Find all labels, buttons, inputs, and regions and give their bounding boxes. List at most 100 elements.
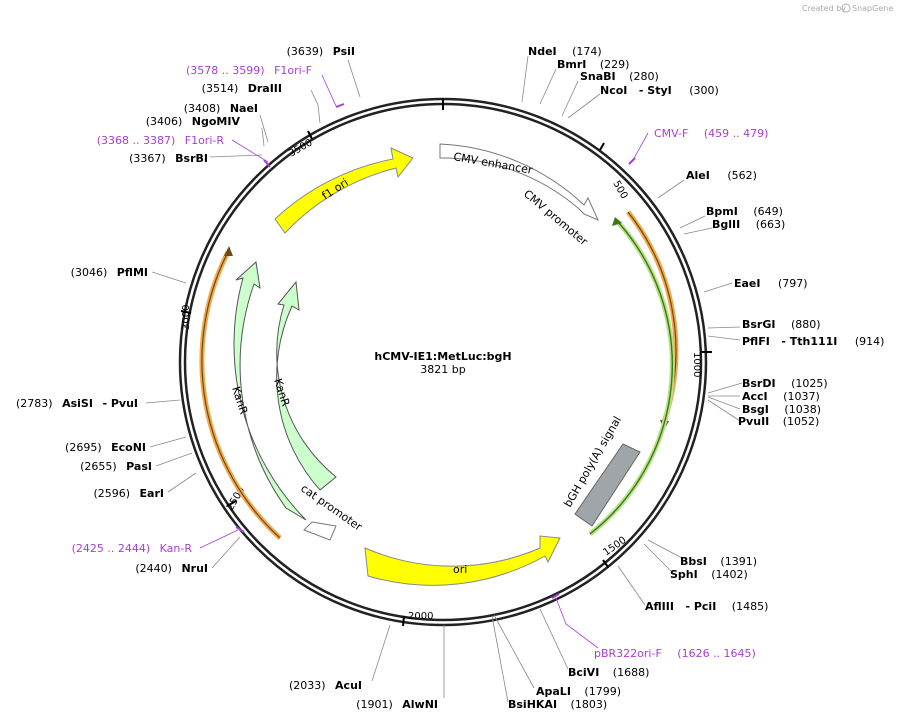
green-arc-arrow-icon <box>612 217 622 226</box>
site-bglii: BglII (663) <box>712 218 785 231</box>
leader-draiii <box>310 89 321 124</box>
site-pflmi-name: PflMI <box>117 266 148 279</box>
primer-kan-r-name: Kan-R <box>160 542 193 555</box>
feature-label-ori: ori <box>453 563 467 576</box>
leader-afliii <box>617 565 646 606</box>
site-econi-pos: (2695) <box>65 441 102 454</box>
feature-label-cmv-promoter: CMV promoter <box>521 187 590 248</box>
binding-arcs <box>199 210 679 540</box>
site-alei-pos: (562) <box>727 169 757 182</box>
site-bsrgi-pos: (880) <box>791 318 821 331</box>
leader-psii <box>347 59 361 98</box>
site-pflfi-extra: - Tth111I <box>781 335 837 348</box>
leader-bcivi <box>539 608 569 670</box>
leader-snabi <box>561 80 579 117</box>
site-pflmi-pos: (3046) <box>71 266 108 279</box>
tick-2000 <box>402 615 405 627</box>
plasmid-title-block: hCMV-IE1:MetLuc:bgH 3821 bp <box>374 350 511 376</box>
site-bsrgi-name: BsrGI <box>742 318 775 331</box>
site-pflfi-name: PflFI <box>742 335 770 348</box>
tick-3000 <box>180 310 192 314</box>
primer-f1ori-f-range: (3578 .. 3599) <box>186 64 265 77</box>
leader-ndei <box>521 55 529 103</box>
site-bsihkai-pos: (1803) <box>571 698 608 711</box>
leader-acui <box>371 624 391 682</box>
leader-sphi <box>643 543 673 573</box>
site-bpmi-pos: (649) <box>753 205 783 218</box>
leader-pflmi <box>151 271 187 284</box>
site-bpmi: BpmI (649) <box>706 205 783 218</box>
site-bsrgi: BsrGI (880) <box>742 318 821 331</box>
primer-mark-kan-r <box>235 526 245 533</box>
feature-f1-ori <box>274 147 414 234</box>
leader-f1ori-r <box>231 139 269 163</box>
site-naei-pos: (3408) <box>184 102 221 115</box>
leader-apali <box>493 614 535 689</box>
primer-f1ori-r-range: (3368 .. 3387) <box>97 134 176 147</box>
site-bsrbi: (3367) BsrBI <box>129 152 208 165</box>
green-arc-core <box>589 221 674 535</box>
site-psii: (3639) PsiI <box>287 45 355 58</box>
leader-bsgi <box>707 396 741 410</box>
site-acci-name: AccI <box>742 390 768 403</box>
site-draiii: (3514) DraIII <box>202 82 282 95</box>
leader-bsihkai <box>491 615 509 703</box>
site-pflmi: (3046) PflMI <box>71 266 148 279</box>
site-apali: ApaLI (1799) <box>536 685 621 698</box>
site-eari-pos: (2596) <box>93 487 130 500</box>
primer-cmv-f-range: (459 .. 479) <box>704 127 769 140</box>
site-draiii-pos: (3514) <box>202 82 239 95</box>
site-acui-name: AcuI <box>335 679 362 692</box>
site-labels-right: NdeI (174) BmrI (229) SnaBI (280) NcoI -… <box>508 45 884 711</box>
site-naei-name: NaeI <box>230 102 258 115</box>
site-bglii-pos: (663) <box>756 218 786 231</box>
leader-cmv-f <box>631 132 649 163</box>
site-bmri-name: BmrI <box>557 58 586 71</box>
feature-label-kanr-outer: KanR <box>229 385 250 416</box>
primer-f1ori-f: (3578 .. 3599) F1ori-F <box>186 64 312 77</box>
site-eaei-pos: (797) <box>778 277 808 290</box>
leader-ncoi <box>567 93 601 119</box>
site-pflfi-pos: (914) <box>855 335 885 348</box>
site-asisi-pos: (2783) <box>16 397 53 410</box>
site-bcivi: BciVI (1688) <box>568 666 649 679</box>
primer-pbr322ori-f-name: pBR322ori-F <box>594 647 662 660</box>
leader-pasi <box>155 452 193 467</box>
site-pasi-name: PasI <box>126 460 152 473</box>
site-ngomiv-pos: (3406) <box>146 115 183 128</box>
leader-f1ori-f <box>321 74 337 107</box>
leader-pvuii <box>707 399 741 422</box>
leader-bsrgi <box>707 326 741 329</box>
site-bsihkai-name: BsiHKAI <box>508 698 557 711</box>
tick-500 <box>599 142 605 151</box>
site-bsgi-name: BsgI <box>742 403 769 416</box>
site-sphi-name: SphI <box>670 568 698 581</box>
leader-pbr322ori-f <box>555 597 599 649</box>
site-psii-pos: (3639) <box>287 45 324 58</box>
site-bsihkai: BsiHKAI (1803) <box>508 698 607 711</box>
site-alwni-pos: (1901) <box>356 698 393 711</box>
site-bglii-name: BglII <box>712 218 740 231</box>
site-ncoi-pos: (300) <box>689 84 719 97</box>
site-bsrdi: BsrDI (1025) <box>742 377 828 390</box>
site-ndei-name: NdeI <box>528 45 557 58</box>
site-bbsi: BbsI (1391) <box>680 555 757 568</box>
site-pflfi: PflFI - Tth111I (914) <box>742 335 884 348</box>
feature-cat-promoter <box>303 521 337 541</box>
site-acci-pos: (1037) <box>783 390 820 403</box>
site-apali-pos: (1799) <box>584 685 621 698</box>
site-bsrdi-pos: (1025) <box>791 377 828 390</box>
site-acci: AccI (1037) <box>742 390 820 403</box>
site-eari: (2596) EarI <box>93 487 164 500</box>
credit-prefix: Created by <box>802 4 846 13</box>
credit-brand: SnapGene <box>852 4 893 13</box>
site-nrui-pos: (2440) <box>135 562 172 575</box>
primer-f1ori-r-name: F1ori-R <box>185 134 225 147</box>
orange-arc-left-arrow-icon <box>224 246 233 256</box>
feature-label-kanr-inner: KanR <box>271 377 292 408</box>
site-bpmi-name: BpmI <box>706 205 738 218</box>
leader-bsrdi <box>707 382 743 394</box>
site-ncoi-extra: - StyI <box>639 84 672 97</box>
site-asisi-name: AsiSI <box>62 397 93 410</box>
